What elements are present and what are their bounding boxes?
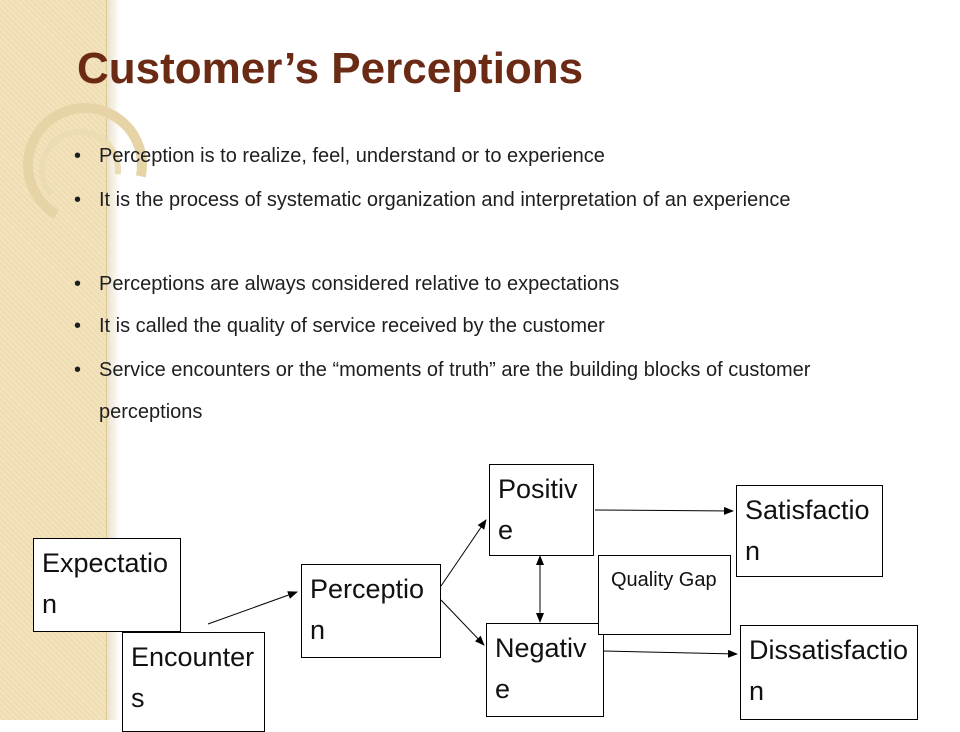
arrow-perception-to-negative [440,599,485,646]
node-quality-gap: Quality Gap [598,555,731,635]
bullet-item-2: It is the process of systematic organiza… [72,179,862,221]
decorative-ring-outer [23,103,147,227]
bullet-item-4: It is called the quality of service rece… [72,305,862,347]
node-encounters: Encounters [122,632,265,732]
node-expectation: Expectation [33,538,181,632]
bullet-item-5: Service encounters or the “moments of tr… [72,349,862,433]
arrow-negative-to-dissatisfaction [603,649,738,658]
node-perception: Perception [301,564,441,658]
arrow-perception-to-positive [440,519,487,587]
node-satisfaction: Satisfaction [736,485,883,577]
slide-title: Customer’s Perceptions [77,44,584,93]
arrow-encounters-to-perception [207,591,298,625]
node-negative: Negative [486,623,604,717]
node-positive: Positive [489,464,594,556]
node-dissatisfaction: Dissatisfaction [740,625,918,720]
arrow-positive-to-satisfaction [594,506,734,515]
bullet-item-3: Perceptions are always considered relati… [72,263,862,305]
bullet-item-1: Perception is to realize, feel, understa… [72,135,862,177]
